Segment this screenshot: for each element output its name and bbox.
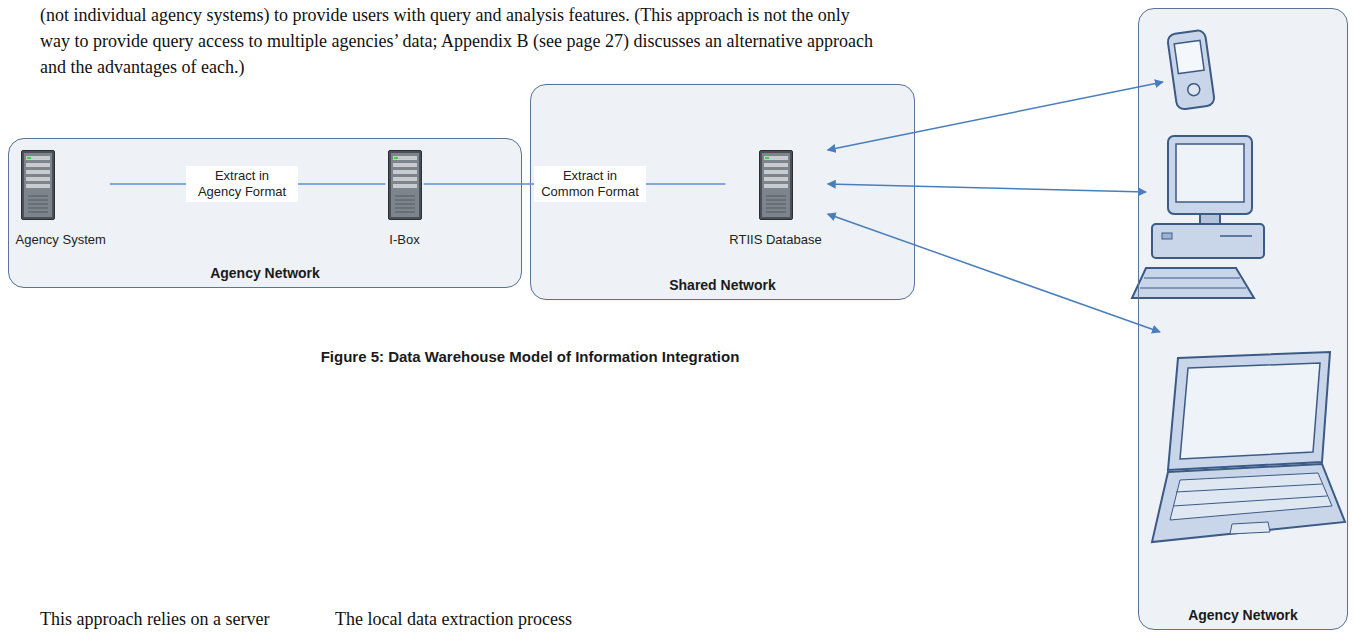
figure-caption: Figure 5: Data Warehouse Model of Inform… xyxy=(250,348,810,365)
network-label: Agency Network xyxy=(1188,607,1298,623)
edge-label: Extract in Common Format xyxy=(534,166,646,202)
pda-icon xyxy=(1167,30,1215,111)
connector xyxy=(828,214,1160,332)
network-fill xyxy=(8,138,522,288)
server-node: RTIIS Database xyxy=(725,148,825,249)
body-text: This approach relies on a server xyxy=(40,606,330,632)
server-label: I-Box xyxy=(389,232,419,247)
server-icon xyxy=(760,151,793,220)
server-node: Agency System xyxy=(12,148,110,249)
body-text: (not individual agency systems) to provi… xyxy=(40,2,880,80)
body-text: The local data extraction process xyxy=(335,606,635,632)
server-node: I-Box xyxy=(385,148,423,249)
server-icon xyxy=(389,151,422,220)
laptop-icon xyxy=(1152,352,1345,542)
network-zone: Agency Network xyxy=(1138,8,1348,630)
edge-label: Extract in Agency Format xyxy=(186,166,298,202)
server-label: Agency System xyxy=(16,232,106,247)
connector xyxy=(828,184,1146,192)
server-label: RTIIS Database xyxy=(729,232,821,247)
network-label: Shared Network xyxy=(669,277,776,293)
network-fill xyxy=(1138,8,1348,630)
network-fill xyxy=(530,84,915,300)
desktop-icon xyxy=(1132,136,1264,298)
network-label: Agency Network xyxy=(210,265,320,281)
connector xyxy=(828,82,1163,150)
server-icon xyxy=(22,151,55,220)
network-zone: Agency Network Agency System I-Box xyxy=(8,138,522,288)
